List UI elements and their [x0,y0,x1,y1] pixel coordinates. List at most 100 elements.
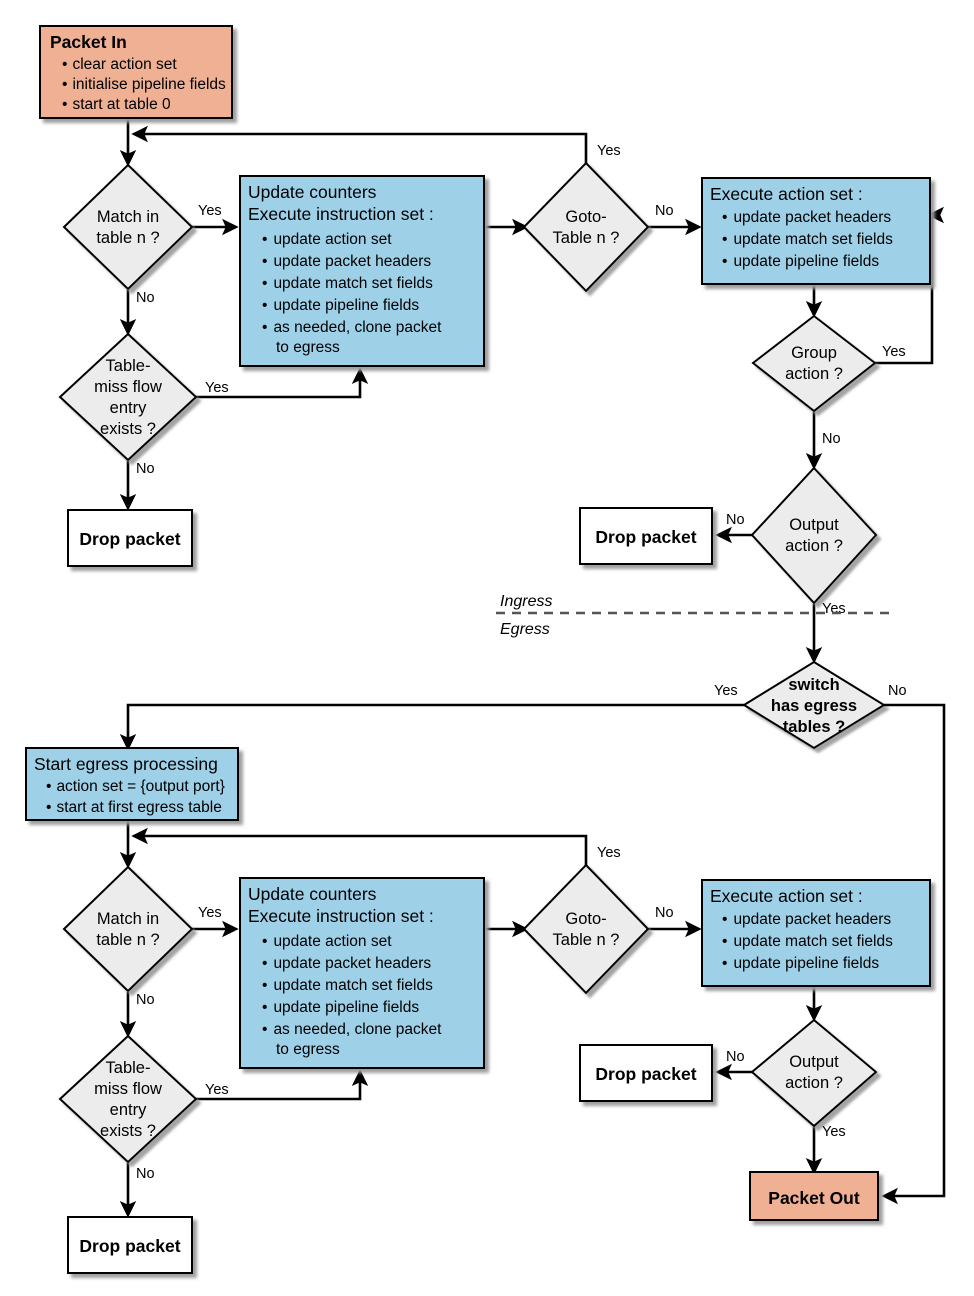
edge-tablemiss-yes-egress [196,1069,369,1101]
execute-action-egress-bullet-1: •update match set fields [722,933,893,950]
edge-label-output-no-2: No [726,1049,745,1065]
start-egress-bullet-0: •action set = {output port} [46,778,225,795]
group-action-line1: Group [791,344,837,362]
execute-action-bullet-0: •update packet headers [722,209,891,226]
update-counters-egress-bullet-4: •as needed, clone packet [262,1021,442,1038]
update-counters-title2: Execute instruction set : [248,204,434,224]
goto-line2: Table n ? [553,229,620,247]
group-action-line2: action ? [785,365,843,383]
packet-in-title: Packet In [50,32,127,52]
match-diamond-shape-egress [62,865,194,993]
match-egress-line2: table n ? [96,931,159,949]
update-counters-egress-bullet-5: to egress [276,1041,340,1058]
terminal-drop-packet-egress-left: Drop packet [67,1216,193,1274]
execute-action-set-rect-egress [701,879,931,987]
stage-label-ingress: Ingress [500,593,552,610]
process-execute-action-set-ingress: Execute action set : •update packet head… [701,177,931,285]
tablemiss-line3: entry [110,399,147,417]
decision-goto-table-egress: Goto- Table n ? [522,863,650,995]
update-counters-egress-title1: Update counters [248,884,377,904]
goto-egress-line1: Goto- [565,910,606,928]
packet-out-rect [749,1171,879,1221]
update-counters-rect [239,175,485,367]
tablemiss-egress-line1: Table- [106,1059,151,1077]
edge-label-tablemiss-no: No [136,461,155,477]
terminal-drop-packet-ingress-left: Drop packet [67,509,193,567]
goto-diamond-shape [522,161,650,293]
decision-switch-has-egress-tables: switch has egress tables ? [742,660,886,750]
switch-egress-line1: switch [788,676,839,694]
group-action-diamond [751,314,877,413]
execute-action-bullet-1: •update match set fields [722,231,893,248]
process-update-counters-ingress: Update counters Execute instruction set … [239,175,485,367]
drop-packet-rect-4 [579,1044,713,1102]
ingress-egress-divider: Ingress Egress [496,593,896,638]
output-action-2-line1: Output [789,1053,839,1071]
edge-label-match-no-egress: No [136,992,155,1008]
edge-goto-yes-loop-egress [131,827,588,878]
decision-goto-table-ingress: Goto- Table n ? [522,161,650,293]
execute-action-bullet-2: •update pipeline fields [722,253,879,270]
edge-tablemiss-yes [196,367,369,399]
output-action-1-line2: action ? [785,537,843,555]
decision-table-miss-ingress: Table- miss flow entry exists ? [58,332,198,462]
drop-packet-rect-1 [67,509,193,567]
edge-label-switch-no: No [888,683,907,699]
output-action-2-line2: action ? [785,1074,843,1092]
packet-in-bullet-2: •start at table 0 [62,96,171,113]
update-counters-egress-bullet-1: •update packet headers [262,955,431,972]
drop-packet-label-2: Drop packet [595,527,696,547]
edge-label-goto-no: No [655,203,674,219]
drop-packet-label-1: Drop packet [79,529,180,549]
decision-output-action-egress: Output action ? [750,1018,878,1128]
drop-packet-rect-2 [579,507,713,565]
terminal-drop-packet-ingress-right: Drop packet [579,507,713,565]
edge-label-tablemiss-no-egress: No [136,1166,155,1182]
update-counters-bullet-0: •update action set [262,231,392,248]
packet-in-bullet-0: •clear action set [62,56,177,73]
edge-label-goto-no-egress: No [655,905,674,921]
edge-label-output-no-1: No [726,512,745,528]
execute-action-egress-bullet-0: •update packet headers [722,911,891,928]
edge-label-goto-yes-egress: Yes [597,845,621,861]
start-egress-bullet-1: •start at first egress table [46,799,222,816]
drop-packet-label-3: Drop packet [79,1236,180,1256]
decision-group-action: Group action ? [751,314,877,413]
goto-egress-line2: Table n ? [553,931,620,949]
edge-label-group-no: No [822,431,841,447]
edge-label-switch-yes: Yes [714,683,738,699]
stage-label-egress: Egress [500,621,550,638]
process-start-egress: Start egress processing •action set = {o… [25,747,239,821]
update-counters-bullet-1: •update packet headers [262,253,431,270]
goto-line1: Goto- [565,208,606,226]
edge-label-match-yes-egress: Yes [198,905,222,921]
execute-action-set-rect [701,177,931,285]
switch-egress-line3: tables ? [783,718,845,736]
switch-egress-diamond [742,660,886,750]
execute-action-egress-bullet-2: •update pipeline fields [722,955,879,972]
drop-packet-rect-3 [67,1216,193,1274]
update-counters-egress-bullet-0: •update action set [262,933,392,950]
decision-table-miss-egress: Table- miss flow entry exists ? [58,1034,198,1164]
output-action-diamond-1 [750,466,878,605]
packet-out-label: Packet Out [768,1188,860,1208]
start-egress-title: Start egress processing [34,754,218,774]
drop-packet-label-4: Drop packet [595,1064,696,1084]
edge-switch-no [881,703,946,1205]
decision-match-in-table-egress: Match in table n ? [62,865,194,993]
edge-label-output-yes-2: Yes [822,1124,846,1140]
decision-match-in-table-ingress: Match in table n ? [62,163,194,291]
update-counters-egress-bullet-2: •update match set fields [262,977,433,994]
output-action-diamond-2 [750,1018,878,1128]
switch-egress-line2: has egress [771,697,857,715]
edge-label-group-yes: Yes [882,344,906,360]
packet-in-rect [39,25,233,119]
edge-label-tablemiss-yes: Yes [205,380,229,396]
tablemiss-egress-line2: miss flow [94,1080,162,1098]
tablemiss-diamond-egress [58,1034,198,1164]
edge-label-tablemiss-yes-egress: Yes [205,1082,229,1098]
packet-in-box: Packet In •clear action set •initialise … [39,25,233,119]
process-execute-action-set-egress: Execute action set : •update packet head… [701,879,931,987]
edge-switch-yes [119,703,744,751]
